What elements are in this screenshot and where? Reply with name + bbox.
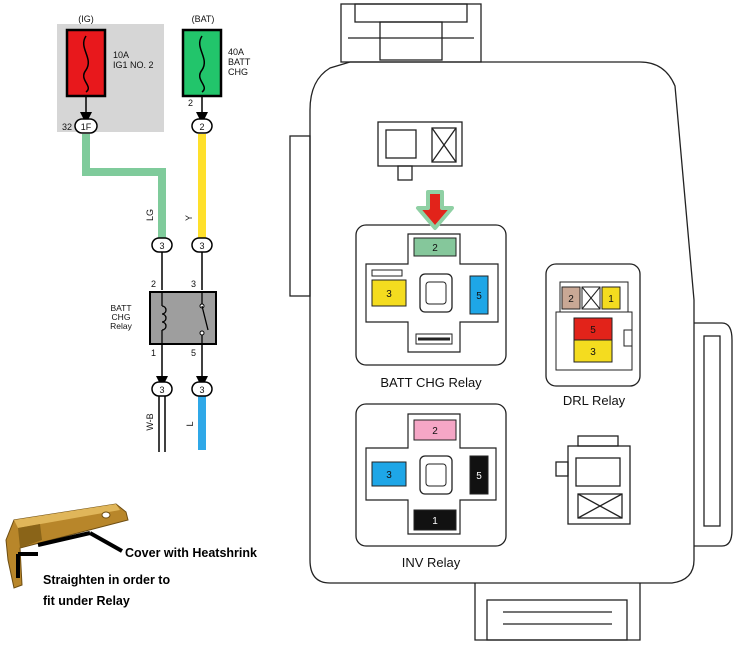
wire-lg-label: LG [145,209,155,221]
drl-relay-socket: 2 1 5 3 [545,263,641,387]
annotation-cover: Cover with Heatshrink [125,546,257,560]
annotation-straighten-1: Straighten in order to [43,573,170,587]
pin-2-top: 2 [188,98,193,108]
connector-2-label: 2 [199,122,204,132]
batt-chg-pin-2 [413,237,457,257]
relay-label-3: Relay [110,321,132,331]
relay-switch [201,305,209,331]
relay-box-outline [309,61,695,584]
inv-pin-1-label: 1 [432,516,438,527]
connector-3-label: 3 [199,241,204,251]
fuse-bat-rating: 40A [228,47,244,57]
drl-pin-1-label: 1 [608,294,614,305]
connector-3-wb-bottom [151,381,173,397]
batt-chg-pin-2-label: 2 [432,243,438,254]
relay-pin-2: 2 [151,279,156,289]
inv-pin-1 [413,509,457,531]
fuse-bat-name2: CHG [228,67,248,77]
relay-coil [161,305,167,331]
inv-pin-5 [469,455,489,495]
fuse-ig-rating: 10A [113,50,129,60]
relay-pin-3: 3 [191,279,196,289]
fuse-ig-name: IG1 NO. 2 [113,60,154,70]
fuse-bat-body [181,28,223,98]
terminal-illustration [5,503,129,589]
relay-pin-1: 1 [151,348,156,358]
drl-pin-2 [561,286,581,310]
fuse-bat-element [199,35,205,93]
relay-body [149,291,217,345]
relay-label-2: CHG [112,312,131,322]
fuse-ig-element [83,35,89,93]
connector-1f [74,118,98,134]
connector-2 [191,118,213,134]
drl-pin-5-label: 5 [590,325,596,336]
wire-y-label: Y [184,215,194,221]
relay-pin-5: 5 [191,348,196,358]
inv-pin-3-label: 3 [386,470,392,481]
batt-chg-pin-3-label: 3 [386,289,392,300]
red-arrow-icon [416,190,454,230]
connector-3-label: 3 [159,385,164,395]
batt-chg-pin-5 [469,275,489,315]
batt-chg-relay-socket: 2 3 5 [355,190,507,366]
fuse-bat: 40A BATT CHG [181,28,251,98]
connector-3-label: 3 [199,385,204,395]
inv-pin-5-label: 5 [476,471,482,482]
drl-relay-label: DRL Relay [563,393,626,408]
wire-lg [82,134,166,242]
terminal-hole [101,511,111,519]
batt-chg-relay-symbol [149,291,217,345]
drl-pin-3 [573,339,613,363]
inv-pin-3 [371,461,407,487]
fuse-bat-name1: BATT [228,57,251,67]
connector-3-l-bottom [191,381,213,397]
batt-chg-relay-label: BATT CHG Relay [380,375,482,390]
wire-l-label: L [185,421,195,426]
inv-pin-2 [413,419,457,441]
wiring-diagram: (IG) (BAT) 10A IG1 NO. 2 40A BATT CHG 2 [57,14,251,452]
inv-relay-label: INV Relay [402,555,461,570]
top-connector [377,121,463,167]
connector-1f-label: 1F [81,122,92,132]
wire-wb-label: W-B [145,413,155,430]
drl-pin-2-label: 2 [568,294,574,305]
drl-pin-1 [601,286,621,310]
drl-pin-3-label: 3 [590,347,596,358]
relay-label-1: BATT [110,303,131,313]
bat-label: (BAT) [192,14,215,24]
batt-chg-pin-3 [371,279,407,307]
heatshrink-pointer [37,531,91,547]
fuse-ig: 10A IG1 NO. 2 [65,28,154,98]
batt-chg-pin-5-label: 5 [476,291,482,302]
connector-3-label: 3 [159,241,164,251]
fuse-ig-body [65,28,107,98]
inv-relay-socket: 2 3 5 1 [355,403,507,547]
ig-label: (IG) [78,14,94,24]
relay-box [289,3,733,641]
annotation-straighten-2: fit under Relay [43,594,130,608]
pin-32: 32 [62,122,72,132]
inv-pin-2-label: 2 [432,426,438,437]
